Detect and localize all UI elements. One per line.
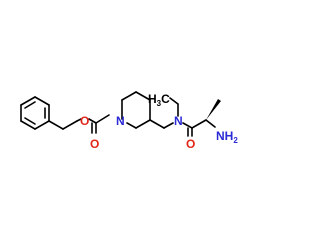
bond: [34, 120, 50, 130]
double-bond-inner: [24, 101, 36, 109]
methyl-c: C: [161, 92, 170, 106]
bond: [20, 120, 36, 130]
bond: [135, 119, 151, 129]
bond: [95, 114, 110, 124]
bond: [169, 97, 179, 105]
amine-nitrogen-label: N: [174, 114, 183, 128]
stereo-wedge-bond: [206, 99, 221, 120]
bond: [48, 120, 64, 130]
bond: [191, 119, 207, 129]
bond: [149, 119, 165, 129]
bond: [76, 118, 82, 122]
bond: [163, 122, 174, 129]
bond: [88, 118, 97, 124]
bond: [34, 96, 50, 106]
bond: [62, 120, 78, 130]
carbamate-oxygen-label: O: [80, 114, 89, 128]
amino-label: NH2: [216, 129, 238, 145]
benzene-ring: [20, 96, 50, 130]
carbonyl-oxygen-label: O: [90, 137, 99, 151]
bond: [135, 91, 151, 101]
bond: [182, 122, 193, 129]
methyl-subscript: 3: [157, 99, 162, 108]
double-bond-inner: [24, 117, 36, 125]
bond: [20, 96, 36, 106]
amino-subscript: 2: [233, 136, 238, 145]
amide-oxygen-label: O: [186, 137, 195, 151]
structure-diagram: N O O N O H3C NH2: [20, 91, 238, 151]
methyl-h: H: [148, 92, 157, 106]
piperidine-ring: [121, 91, 151, 129]
bond: [205, 119, 216, 128]
amino-nh: NH: [216, 129, 233, 143]
bond: [126, 122, 137, 129]
methyl-label: H3C: [148, 92, 170, 108]
bond: [121, 91, 137, 101]
ring-nitrogen-label: N: [116, 114, 125, 128]
